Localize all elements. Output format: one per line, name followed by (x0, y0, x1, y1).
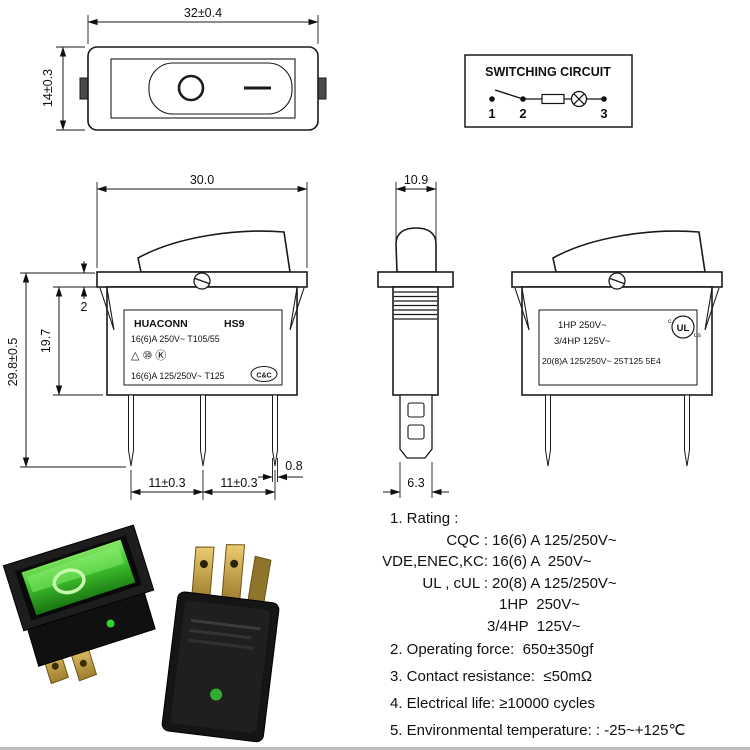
off-symbol-icon (177, 74, 205, 102)
photo-black-switch (161, 544, 280, 743)
spec-ul-label: UL , cUL : (422, 575, 488, 592)
latch-ribs (394, 291, 437, 320)
switch-blade-icon (494, 89, 524, 100)
dim-label: 0.8 (285, 459, 302, 473)
rating-line: 16(6)A 250V~ T105/55 (131, 334, 220, 344)
spec-rating-heading: 1. Rating : (390, 510, 459, 527)
dim-side-width: 10.9 (395, 173, 437, 240)
right-spring-clip (704, 287, 720, 331)
terminal-2-label: 2 (519, 106, 526, 121)
terminal-1-dot (489, 96, 495, 102)
rating-line: 3/4HP 125V~ (554, 336, 611, 347)
dim-label: 14±0.3 (41, 69, 55, 107)
resistor-icon (541, 93, 565, 105)
spec-cqc-value: 16(6) A 125/250V~ (492, 532, 617, 549)
molded-text-line (189, 628, 252, 640)
pin-1 (545, 394, 551, 467)
spec-contact-resistance: 3. Contact resistance: ≤50mΩ (390, 668, 593, 685)
spec-operating-force: 2. Operating force: 650±350gf (390, 641, 594, 658)
off-symbol-icon (52, 568, 86, 595)
dim-label: 19.7 (39, 329, 53, 353)
rating-line: 1HP 250V~ (558, 320, 607, 331)
spec-electrical-life: 4. Electrical life: ≥10000 cycles (390, 695, 595, 712)
brand-label: HUACONN (134, 318, 188, 330)
dim-label: 10.9 (404, 173, 428, 187)
green-indicator-dot (210, 688, 223, 701)
terminal-hole-1 (407, 402, 425, 418)
ul-logo-c: c (668, 318, 672, 325)
pin-3 (272, 394, 278, 467)
housing-face (170, 600, 271, 734)
green-indicator-dot (106, 619, 115, 628)
terminal-3-dot (601, 96, 607, 102)
rating-label-area (538, 309, 698, 386)
ul-logo-us: us (694, 332, 702, 339)
dim-pin-pitch: 11±0.3 11±0.3 (130, 470, 276, 500)
spec-vde-value: 16(6) A 250V~ (492, 553, 592, 570)
circuit-title: SWITCHING CIRCUIT (485, 65, 611, 79)
spec-cqc-label: CQC : (446, 532, 488, 549)
spec-ul-value: 20(8) A 125/250V~ (492, 575, 617, 592)
rating-line: 16(6)A 125/250V~ T125 (131, 371, 225, 381)
rating-line: 20(8)A 125/250V~ 25T125 5E4 (542, 356, 661, 366)
photo-green-switch (2, 524, 156, 685)
rocker-actuator (137, 230, 291, 273)
ul-logo: UL (677, 323, 690, 334)
dim-label: 11±0.3 (220, 476, 257, 490)
right-spring-clip (289, 287, 305, 331)
right-view-drawing: 1HP 250V~ 3/4HP 125V~ 20(8)A 125/250V~ 2… (511, 230, 723, 467)
dim-label: 29.8±0.5 (6, 338, 20, 387)
dim-label: 30.0 (190, 173, 214, 187)
mounting-flange-side (377, 271, 454, 288)
dim-terminal-block-width: 6.3 (383, 462, 449, 498)
cc-logo-oval (250, 366, 278, 382)
terminal-1-label: 1 (488, 106, 495, 121)
terminal-hole-2 (407, 424, 425, 440)
terminal-3-label: 3 (600, 106, 607, 121)
top-view-drawing (79, 46, 327, 131)
dim-body-height: 19.7 (39, 286, 103, 396)
spec-vde-label: VDE,ENEC,KC: (382, 553, 488, 570)
left-spring-clip (99, 287, 115, 331)
certification-marks: △ ⑩ Ⓚ (131, 349, 166, 362)
switching-circuit-box: SWITCHING CIRCUIT 1 2 3 (464, 54, 633, 128)
dim-total-height: 29.8±0.5 (6, 272, 126, 468)
pin-3 (684, 394, 690, 467)
cc-logo: C&C (256, 373, 271, 380)
dim-label: 11±0.3 (148, 476, 185, 490)
molded-text-line (190, 618, 261, 631)
molded-text-line (188, 638, 255, 650)
dim-label: 32±0.4 (184, 6, 222, 20)
dim-label: 6.3 (407, 476, 424, 490)
dim-top-width: 32±0.4 (87, 6, 319, 44)
bezel-opening (110, 58, 296, 119)
spec-ul-extra-1: 1HP 250V~ (499, 596, 581, 613)
front-view-drawing: HUACONN HS9 16(6)A 250V~ T105/55 △ ⑩ Ⓚ 1… (96, 230, 308, 467)
dim-top-height: 14±0.3 (41, 46, 85, 131)
dim-flange-thickness: 2 (81, 261, 88, 314)
brass-terminal (221, 544, 246, 602)
circuit-frame (464, 54, 633, 128)
pin-1 (128, 394, 134, 467)
dim-terminal-thickness: 0.8 (258, 458, 303, 482)
pin-2 (200, 394, 206, 467)
model-label: HS9 (224, 318, 245, 330)
page-bottom-edge (0, 747, 750, 750)
switch-body-side (392, 286, 439, 396)
left-spring-clip (514, 287, 530, 331)
spec-environment: 5. Environmental temperature: : -25~+125… (390, 722, 686, 739)
spec-ul-extra-2: 3/4HP 125V~ (487, 618, 581, 635)
dim-label: 2 (81, 300, 88, 314)
rocker-actuator (552, 230, 706, 273)
rating-label-area (123, 309, 283, 386)
rocker-top (148, 62, 293, 115)
side-view-drawing (377, 227, 454, 459)
rocker-actuator-side (395, 227, 437, 273)
dim-flange-width: 30.0 (96, 173, 308, 268)
ul-logo-circle (671, 315, 695, 339)
